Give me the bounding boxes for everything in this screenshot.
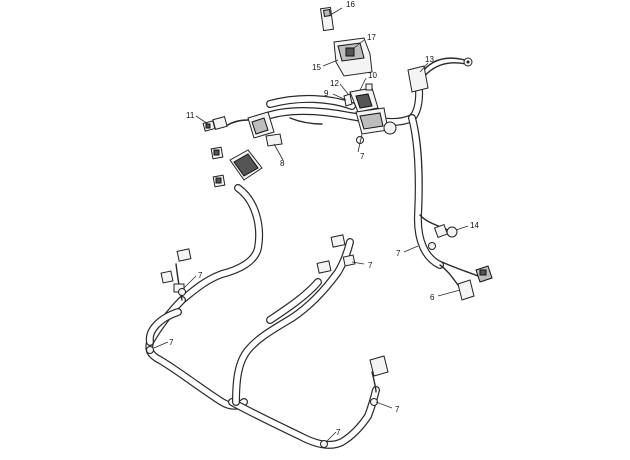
callout-12: 12 (330, 79, 339, 88)
callout-16: 16 (346, 0, 355, 9)
fuse-block (333, 37, 373, 77)
connector-11 (202, 116, 228, 132)
callout-9: 9 (324, 89, 329, 98)
battery-terminal (407, 57, 473, 93)
callout-8: 8 (280, 159, 285, 168)
central-connector-cluster (343, 83, 397, 135)
connector-8 (265, 133, 283, 147)
right-lower-connector (369, 355, 389, 377)
callout-10: 10 (368, 71, 377, 80)
callout-7-c: 7 (368, 261, 373, 270)
left-trunk (178, 184, 264, 304)
components (146, 6, 493, 448)
callout-numbers: 16 17 15 13 10 12 9 11 8 7 14 7 6 7 7 7 … (169, 0, 479, 437)
leader-lines (153, 7, 469, 443)
callout-6: 6 (430, 293, 435, 302)
callout-13: 13 (425, 55, 434, 64)
left-small-connectors (210, 146, 226, 188)
thin-wires (175, 57, 479, 393)
callout-15: 15 (312, 63, 321, 72)
center-connectors (316, 234, 356, 274)
callout-14: 14 (470, 221, 479, 230)
ground-terminal-6 (457, 265, 493, 301)
callout-7-d: 7 (198, 271, 203, 280)
callout-7-a: 7 (360, 152, 365, 161)
harness-clips (146, 136, 436, 448)
center-trunk (232, 238, 354, 406)
callout-7-g: 7 (336, 428, 341, 437)
callout-7-f: 7 (395, 405, 400, 414)
harness-trunks (145, 74, 444, 449)
ecu-connector (229, 111, 275, 181)
callout-7-e: 7 (169, 338, 174, 347)
callout-11: 11 (186, 111, 195, 120)
callout-7-b: 7 (396, 249, 401, 258)
connector-14 (433, 223, 458, 239)
callout-17: 17 (367, 33, 376, 42)
